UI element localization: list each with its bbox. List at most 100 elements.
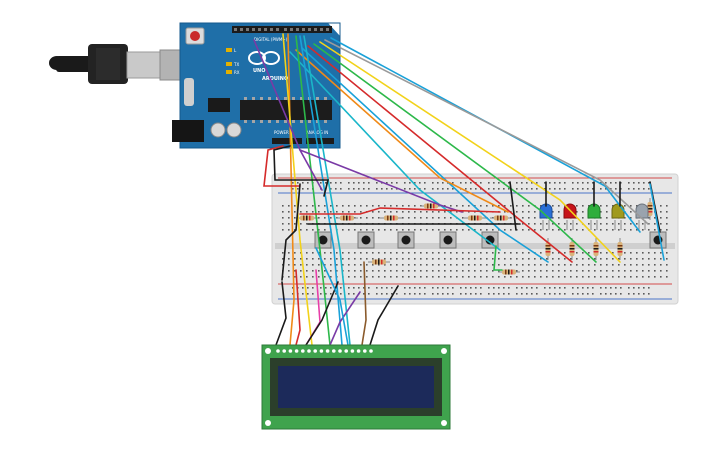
lcd-pin[interactable] <box>332 349 336 353</box>
resistor-11[interactable] <box>593 238 599 260</box>
hole <box>288 211 290 213</box>
lcd-pin[interactable] <box>363 349 367 353</box>
lcd-pin[interactable] <box>301 349 305 353</box>
lcd-pin[interactable] <box>356 349 361 353</box>
lcd-pin[interactable] <box>288 349 293 353</box>
hole <box>564 276 566 278</box>
lcd-pin[interactable] <box>325 349 330 353</box>
hole <box>636 264 638 266</box>
hole <box>312 229 314 231</box>
resistor-5[interactable] <box>464 215 486 221</box>
hole <box>606 264 608 266</box>
wire-black-jumper-2[interactable] <box>509 181 517 231</box>
hole <box>468 229 470 231</box>
lcd-pin[interactable] <box>313 349 318 353</box>
wire-blue-jumper[interactable] <box>649 183 665 261</box>
wire-blue-3[interactable] <box>299 35 343 346</box>
wire-orange-1[interactable] <box>295 49 509 213</box>
resistor-12[interactable] <box>617 238 623 260</box>
pushbutton-3[interactable] <box>397 231 415 249</box>
hole <box>638 188 640 190</box>
power-header[interactable] <box>272 138 302 144</box>
wire-red-1[interactable] <box>307 45 573 263</box>
lcd-pin[interactable] <box>282 349 287 353</box>
dc-power-jack[interactable] <box>172 120 204 142</box>
hole <box>376 182 378 184</box>
pushbutton-4[interactable] <box>439 231 457 249</box>
pushbutton-1[interactable] <box>314 231 332 249</box>
resistor-7[interactable] <box>368 259 390 265</box>
hole <box>504 258 506 260</box>
wire-black-lcd-3[interactable] <box>369 285 399 346</box>
wire-blue-2[interactable] <box>301 47 549 263</box>
lcd-pin[interactable] <box>294 349 299 353</box>
wire-yellow-1[interactable] <box>319 41 621 263</box>
hole <box>605 287 607 289</box>
lcd-pin[interactable] <box>319 349 324 353</box>
wire-purple-2[interactable] <box>299 149 463 213</box>
hole <box>307 188 309 190</box>
wire-red-power[interactable] <box>263 145 301 187</box>
hole <box>480 293 482 295</box>
hole <box>648 270 650 272</box>
wire-green-jumper[interactable] <box>493 245 503 271</box>
hole <box>636 276 638 278</box>
lcd-pin[interactable] <box>344 349 349 353</box>
pushbutton-6[interactable] <box>649 231 667 249</box>
hole <box>492 229 494 231</box>
wire-blue-lcd[interactable] <box>315 247 349 346</box>
hole <box>642 258 644 260</box>
hole <box>600 205 602 207</box>
hole <box>342 252 344 254</box>
resistor-13[interactable] <box>647 198 653 220</box>
hole <box>570 264 572 266</box>
resistor-10[interactable] <box>569 238 575 260</box>
wire-black-gnd[interactable] <box>273 145 330 197</box>
hole <box>442 188 444 190</box>
resistor-1[interactable] <box>296 215 318 221</box>
hole <box>348 270 350 272</box>
analog-header[interactable] <box>306 138 334 144</box>
resistor-4[interactable] <box>420 203 442 209</box>
digital-header[interactable] <box>232 26 332 33</box>
wire-black-lcd-2[interactable] <box>305 281 339 346</box>
hole <box>474 229 476 231</box>
wire-red-jumper-1[interactable] <box>299 207 501 215</box>
wire-black-2[interactable] <box>281 183 301 281</box>
wire-green-2[interactable] <box>295 35 331 346</box>
hole <box>353 182 355 184</box>
lcd-pin[interactable] <box>276 349 280 353</box>
wire-purple-lcd[interactable] <box>329 291 361 346</box>
wire-yellow-2[interactable] <box>282 33 313 346</box>
led-blue[interactable] <box>539 203 553 230</box>
pushbutton-2[interactable] <box>357 231 375 249</box>
hole <box>618 264 620 266</box>
hole <box>302 293 304 295</box>
wire-brown-lcd[interactable] <box>361 261 367 346</box>
wire-black-lcd-1[interactable] <box>275 281 287 346</box>
hole <box>480 276 482 278</box>
wire-red-lcd[interactable] <box>295 269 301 346</box>
hole <box>615 188 617 190</box>
lcd-pin[interactable] <box>338 349 342 353</box>
resistor-9[interactable] <box>545 238 551 260</box>
lcd-module[interactable] <box>261 344 451 430</box>
hole <box>549 293 551 295</box>
hole <box>522 264 524 266</box>
lcd-pin[interactable] <box>307 349 311 353</box>
resistor-8[interactable] <box>498 269 520 275</box>
hole <box>528 258 530 260</box>
wire-blue-1[interactable] <box>330 37 641 233</box>
led-white[interactable] <box>635 203 649 230</box>
pushbutton-5[interactable] <box>481 231 499 249</box>
hole <box>576 252 578 254</box>
led-green[interactable] <box>587 203 601 230</box>
resistor-6[interactable] <box>490 215 512 221</box>
wire-teal-1[interactable] <box>289 51 501 251</box>
lcd-pin[interactable] <box>369 349 373 353</box>
lcd-pin[interactable] <box>350 349 355 353</box>
resistor-2[interactable] <box>336 215 358 221</box>
wire-gray-1[interactable] <box>324 39 649 225</box>
resistor-3[interactable] <box>380 215 402 221</box>
wire-green-1[interactable] <box>313 43 597 263</box>
